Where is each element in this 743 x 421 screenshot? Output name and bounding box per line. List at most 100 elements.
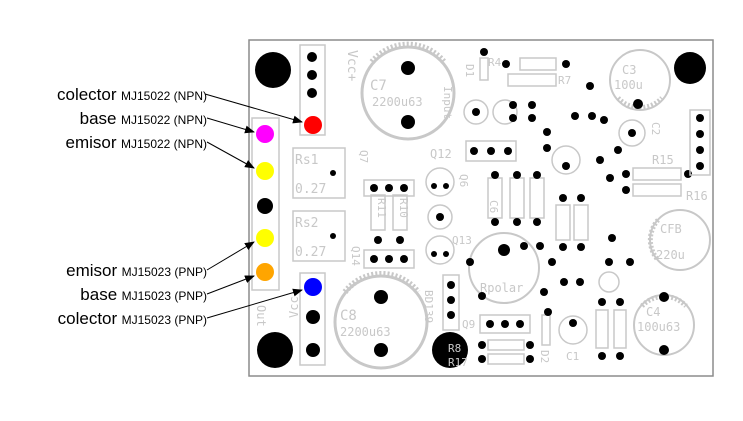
transistor: [598, 271, 620, 293]
pad: [374, 236, 382, 244]
pad: [400, 255, 408, 263]
q13-text: Q13: [452, 234, 472, 247]
speaker-connector: [689, 109, 711, 176]
transistor-q14: [363, 249, 415, 269]
resistor-r15: [632, 167, 682, 181]
transistor-q3: [492, 99, 518, 125]
pad: [598, 298, 606, 306]
pad: [431, 251, 437, 257]
resistor-r17: [487, 353, 525, 365]
transistor-bd139: [442, 274, 460, 331]
bd139-text: BD139: [422, 290, 435, 323]
pad: [586, 82, 594, 90]
pad: [560, 278, 568, 286]
pad: [478, 355, 486, 363]
transistor-q12: [465, 140, 517, 162]
pad: [487, 147, 495, 155]
pad: [533, 218, 541, 226]
r10-text: R10: [397, 198, 410, 218]
pad: [606, 174, 614, 182]
diode-d1: [479, 57, 489, 81]
resistor-rs1: [292, 147, 346, 199]
pad: [588, 112, 596, 120]
resistor-r7: [507, 73, 557, 87]
label-role: colector: [56, 85, 117, 104]
pad: [543, 144, 551, 152]
capacitor-marking: [369, 41, 447, 64]
pad: [504, 147, 512, 155]
r16-text: R16: [686, 189, 708, 203]
arrow: [206, 117, 255, 134]
resistor-r8: [487, 339, 525, 351]
pad: [307, 88, 317, 98]
c7-text: C7: [370, 78, 387, 94]
pad: [516, 320, 524, 328]
board-outline: [248, 39, 714, 377]
capacitor-c2: [618, 119, 646, 147]
pad: [436, 213, 444, 221]
d1-text: D1: [463, 64, 476, 77]
pad: [330, 233, 336, 239]
resistor-r10: [392, 194, 408, 231]
resistor-r4: [519, 57, 557, 71]
pad: [443, 183, 449, 189]
q9-text: Q9: [462, 318, 475, 331]
rs2-value: 0.27: [295, 245, 326, 260]
pad: [401, 61, 415, 75]
arrow: [206, 275, 255, 295]
transistor-q5: [551, 145, 581, 175]
pad: [520, 242, 528, 250]
resistor: [613, 309, 627, 349]
arrow: [204, 93, 303, 124]
pad: [536, 242, 544, 250]
pad: [478, 292, 486, 300]
label-npn-collector: colector MJ15022 (NPN): [0, 85, 207, 105]
resistor-rs2: [292, 210, 346, 262]
r17-text: R17: [448, 356, 468, 369]
label-role: base: [79, 109, 117, 128]
r8-text: R8: [448, 342, 461, 355]
c3-value: 100u: [614, 78, 643, 92]
transistor-q13: [425, 235, 455, 265]
vcc-plus-connector: [299, 44, 326, 136]
pad: [696, 146, 704, 154]
pad: [559, 243, 567, 251]
capacitor-marking: [647, 218, 660, 262]
pad: [374, 343, 388, 357]
pad: [513, 218, 521, 226]
pad: [447, 281, 455, 289]
capacitor-c1: [558, 315, 588, 345]
pad: [307, 52, 317, 62]
pad: [486, 320, 494, 328]
label-npn-emitter: emisor MJ15022 (NPN): [0, 133, 208, 153]
pad: [526, 355, 534, 363]
r15-text: R15: [652, 153, 674, 167]
r4-text: R4: [488, 56, 502, 69]
cfb-text: CFB: [660, 222, 682, 236]
pad: [491, 218, 499, 226]
rs2-text: Rs2: [295, 216, 318, 231]
pad: [626, 258, 634, 266]
pad: [696, 130, 704, 138]
label-role: emisor: [65, 133, 117, 152]
pad: [257, 198, 273, 214]
label-part: MJ15022 (NPN): [120, 89, 207, 103]
c6-text: C6: [487, 200, 500, 213]
r7-text: R7: [558, 74, 571, 87]
label-npn-base: base MJ15022 (NPN): [0, 109, 207, 129]
npn-collector-pad: [304, 116, 322, 134]
mounting-hole: [674, 52, 706, 84]
pad: [696, 162, 704, 170]
pad: [431, 183, 437, 189]
label-pnp-emitter: emisor MJ15023 (PNP): [0, 261, 207, 281]
pad: [478, 341, 486, 349]
pad: [396, 236, 404, 244]
q6-text: Q6: [457, 174, 470, 187]
label-pnp-collector: colector MJ15023 (PNP): [0, 309, 207, 329]
pad: [622, 186, 630, 194]
label-role: colector: [57, 309, 118, 328]
transistor-q6: [425, 167, 455, 197]
resistor: [555, 204, 571, 241]
label-part: MJ15023 (PNP): [121, 265, 207, 279]
